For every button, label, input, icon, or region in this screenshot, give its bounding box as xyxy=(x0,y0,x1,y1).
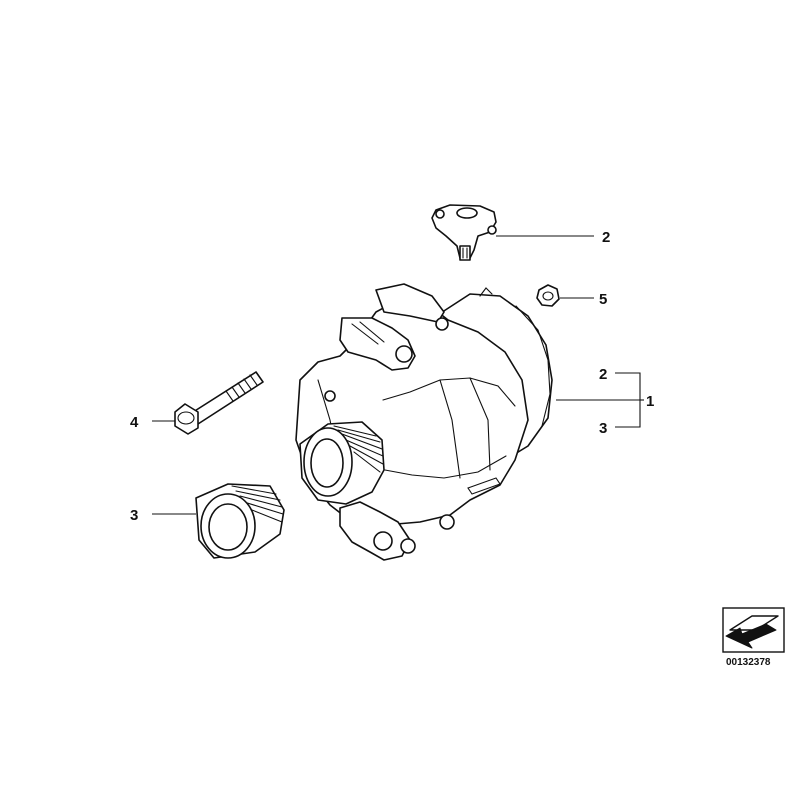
alternator[interactable] xyxy=(295,283,553,561)
callout-group-total: 1 xyxy=(646,393,654,410)
callout-nut: 5 xyxy=(599,291,607,308)
callout-pulley: 3 xyxy=(130,507,138,524)
callout-bolt: 4 xyxy=(130,414,139,431)
reference-box: 00132378 xyxy=(722,607,785,668)
voltage-regulator[interactable] xyxy=(431,204,497,261)
callout-group-upper: 2 xyxy=(599,366,607,383)
callout-regulator: 2 xyxy=(602,229,610,246)
folded-sheet-icon xyxy=(725,615,779,649)
mounting-bolt[interactable] xyxy=(174,371,264,435)
reference-number: 00132378 xyxy=(726,657,771,668)
leader-lines xyxy=(152,235,644,515)
hex-nut[interactable] xyxy=(536,284,560,307)
callout-group-lower: 3 xyxy=(599,420,607,437)
pulley-loose[interactable] xyxy=(195,483,285,559)
